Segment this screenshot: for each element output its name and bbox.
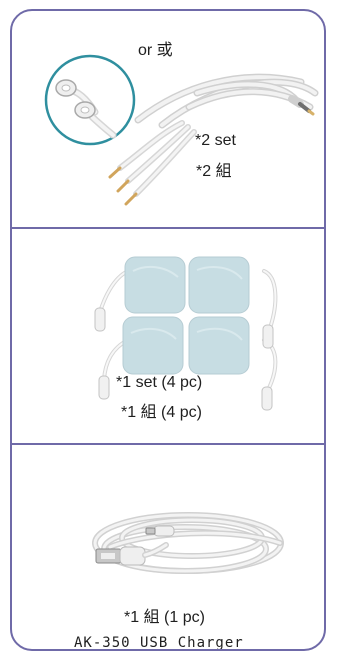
section-divider-2 — [12, 443, 324, 445]
lead-wire-section: or 或 *2 set *2 組 — [12, 11, 324, 227]
lead-wire-quantity-zh: *2 組 — [196, 163, 232, 180]
usb-quantity-zh: *1 組 (1 pc) — [124, 609, 205, 626]
electrode-quantity-en: *1 set (4 pc) — [116, 374, 203, 391]
electrode-quantity-zh: *1 組 (4 pc) — [121, 404, 202, 421]
electrode-pads-icon — [94, 256, 278, 411]
section-divider-1 — [12, 227, 324, 229]
snap-connector-icon — [44, 54, 136, 146]
accessories-card: or 或 *2 set *2 組 — [10, 9, 326, 651]
lead-wire-quantity-en: *2 set — [195, 132, 236, 149]
usb-cable-icon — [92, 512, 284, 574]
lead-wire-icon — [108, 73, 319, 206]
usb-product-name: AK-350 USB Charger — [74, 635, 244, 651]
or-label: or 或 — [138, 42, 173, 59]
usb-charger-section: *1 組 (1 pc) AK-350 USB Charger — [12, 445, 324, 651]
electrode-pad-section: *1 set (4 pc) *1 組 (4 pc) — [12, 229, 324, 443]
